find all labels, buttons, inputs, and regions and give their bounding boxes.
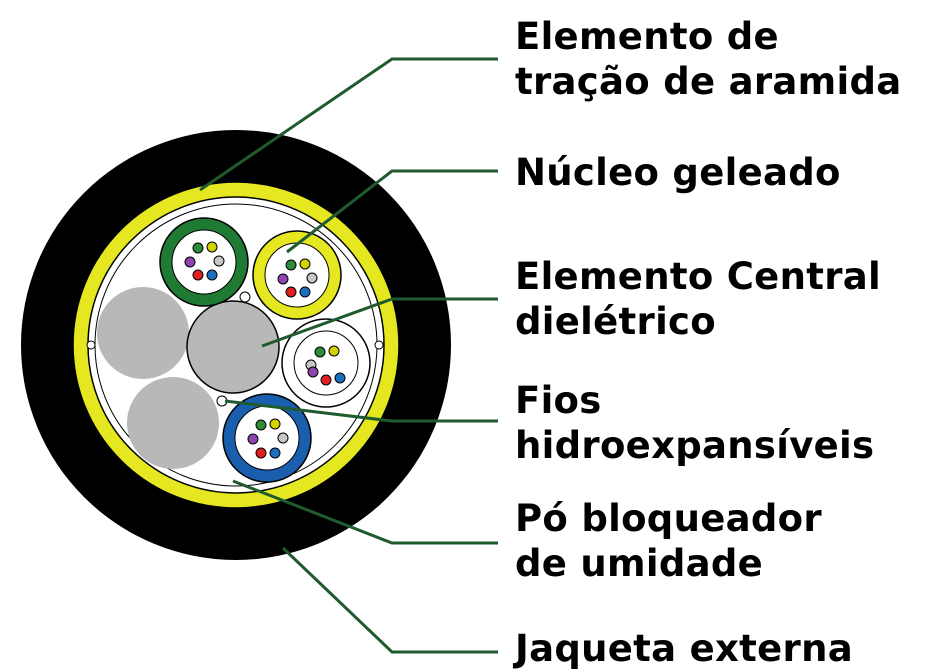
fiber-purple: [247, 433, 259, 445]
fiber-blue: [334, 372, 346, 384]
label-outer-jacket: Jaqueta externa: [515, 626, 853, 671]
label-central-member-line1: Elemento Central: [515, 255, 882, 298]
fiber-green: [255, 419, 267, 431]
label-gel-core: Núcleo geleado: [515, 150, 841, 195]
filler-rod: [127, 377, 219, 469]
label-water-block-powder: Pó bloqueador de umidade: [515, 496, 822, 586]
filler-rod: [97, 287, 189, 379]
label-gel-core-line1: Núcleo geleado: [515, 151, 841, 194]
fiber-purple: [277, 273, 289, 285]
fiber-white: [277, 432, 289, 444]
leader-line-water-block: [232, 479, 498, 545]
fiber-yellow: [269, 418, 281, 430]
water-swell-yarn: [239, 291, 251, 303]
loose-tube-blue: [222, 393, 312, 483]
fiber-red: [192, 269, 204, 281]
fiber-blue: [269, 447, 281, 459]
fiber-white: [213, 255, 225, 267]
binder-marker: [374, 340, 384, 350]
loose-tube-yellow: [252, 230, 342, 320]
label-central-member-line2: dielétrico: [515, 300, 717, 343]
leader-line-swell-yarns: [224, 399, 498, 423]
label-water-block-powder-line1: Pó bloqueador: [515, 497, 822, 540]
fiber-red: [320, 374, 332, 386]
loose-tube-white: [281, 318, 371, 408]
fiber-green: [192, 242, 204, 254]
label-water-block-powder-line2: de umidade: [515, 542, 764, 585]
leader-line-central-member: [261, 297, 498, 348]
fiber-red: [285, 286, 297, 298]
leader-line-jacket: [281, 546, 498, 654]
fiber-yellow: [328, 345, 340, 357]
label-swell-yarns-line1: Fios: [515, 379, 602, 422]
fiber-white: [306, 272, 318, 284]
fiber-yellow: [299, 258, 311, 270]
leader-line-gel-core: [286, 169, 498, 254]
label-aramid: Elemento de tração de aramida: [515, 14, 902, 104]
fiber-blue: [299, 286, 311, 298]
fiber-purple: [184, 256, 196, 268]
leader-line-aramid: [199, 57, 498, 192]
label-swell-yarns-line2: hidroexpansíveis: [515, 424, 875, 467]
label-aramid-line1: Elemento de: [515, 15, 779, 58]
label-aramid-line2: tração de aramida: [515, 60, 902, 103]
binder-marker: [86, 340, 96, 350]
fiber-yellow: [206, 241, 218, 253]
label-outer-jacket-line1: Jaqueta externa: [515, 627, 853, 670]
fiber-blue: [206, 269, 218, 281]
fiber-green: [314, 346, 326, 358]
label-swell-yarns: Fios hidroexpansíveis: [515, 378, 874, 468]
fiber-purple: [307, 366, 319, 378]
fiber-green: [285, 259, 297, 271]
label-central-member: Elemento Central dielétrico: [515, 254, 881, 344]
central-strength-member: [186, 300, 280, 394]
fiber-red: [255, 447, 267, 459]
loose-tube-green: [159, 217, 249, 307]
